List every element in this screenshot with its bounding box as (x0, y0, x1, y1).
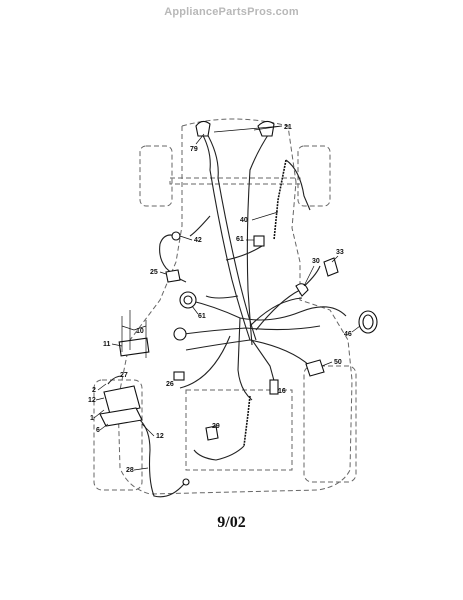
switch-29 (205, 425, 219, 441)
revision-date: 9/02 (217, 514, 246, 531)
relay-26 (173, 371, 185, 381)
callout-1: 1 (90, 415, 94, 422)
callout-11: 11 (103, 341, 111, 348)
main-harness (179, 129, 347, 401)
callout-2: 2 (92, 387, 96, 394)
callout-12-left: 12 (88, 397, 96, 404)
light-46 (358, 310, 378, 334)
callout-labels: 21 79 40 42 61 33 30 25 61 10 46 11 50 2… (88, 124, 361, 474)
callout-6: 6 (96, 427, 100, 434)
callout-12-right: 12 (156, 433, 164, 440)
callout-21: 21 (284, 124, 292, 131)
battery-6 (103, 385, 141, 415)
callout-27: 27 (120, 372, 128, 379)
tractor-outline (93, 118, 357, 495)
callout-61-upper: 61 (236, 236, 244, 243)
callout-46: 46 (344, 331, 352, 338)
plug-50 (305, 359, 325, 377)
callout-33: 33 (336, 249, 344, 256)
callout-50: 50 (334, 359, 342, 366)
conduit-lower (193, 395, 251, 461)
callout-26: 26 (166, 381, 174, 388)
callout-28: 28 (126, 467, 134, 474)
conduit-40 (273, 159, 311, 241)
switch-25 (165, 269, 181, 283)
callout-40: 40 (240, 217, 248, 224)
callout-30: 30 (312, 258, 320, 265)
watermark-text: AppliancePartsPros.com (164, 6, 299, 18)
callout-16: 16 (278, 388, 286, 395)
headlight-79 (195, 120, 275, 137)
callout-25: 25 (150, 269, 158, 276)
callout-42: 42 (194, 237, 202, 244)
switch-33 (323, 257, 339, 277)
callout-10: 10 (136, 328, 144, 335)
plug-30 (295, 283, 309, 297)
callout-29: 29 (212, 423, 220, 430)
callout-61-lower: 61 (198, 313, 206, 320)
switch-16 (269, 379, 279, 395)
callout-79: 79 (190, 146, 198, 153)
